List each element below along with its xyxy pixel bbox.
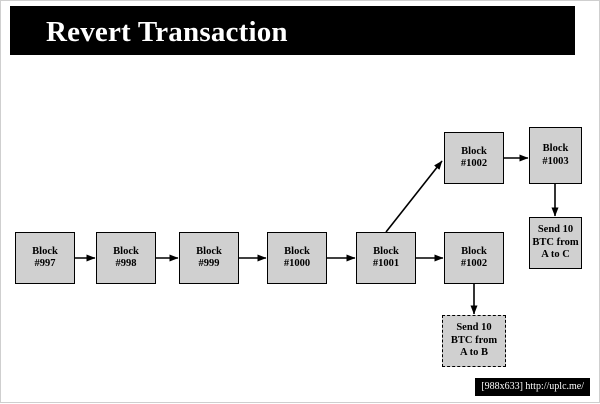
block-node-1002-orphan[interactable]: Block #1002: [444, 232, 504, 284]
block-label-line1: Block: [373, 245, 399, 257]
block-label-line1: Block: [461, 245, 487, 257]
block-label-line1: Block: [113, 245, 139, 257]
block-node-999[interactable]: Block #999: [179, 232, 239, 284]
note-label-line3: A to B: [459, 347, 488, 359]
block-node-1002-main[interactable]: Block #1002: [444, 132, 504, 184]
note-label-line1: Send 10: [537, 224, 574, 236]
note-send-a-to-b[interactable]: Send 10 BTC from A to B: [442, 315, 506, 367]
block-label-line2: #998: [115, 258, 137, 269]
block-label-line2: #1000: [283, 258, 311, 269]
note-label-line2: BTC from: [532, 236, 579, 248]
block-label-line2: #1002: [460, 258, 488, 269]
block-label-line1: Block: [284, 245, 310, 257]
block-label-line1: Block: [542, 143, 569, 154]
note-label-line1: Send 10: [456, 322, 492, 334]
block-label-line2: #997: [34, 258, 56, 269]
page-title: Revert Transaction: [46, 16, 288, 48]
note-label-line2: BTC from: [450, 334, 498, 346]
block-label-line2: #1002: [460, 158, 488, 169]
block-label-line1: Block: [461, 145, 487, 157]
block-label-line2: #1003: [542, 155, 569, 167]
title-bar: Revert Transaction: [10, 6, 575, 55]
block-node-1000[interactable]: Block #1000: [267, 232, 327, 284]
block-node-1003[interactable]: Block #1003: [529, 127, 582, 184]
arrow-1001-1002b: [385, 160, 443, 233]
block-label-line2: #1001: [372, 258, 400, 269]
note-label-line3: A to C: [541, 249, 570, 261]
block-node-998[interactable]: Block #998: [96, 232, 156, 284]
block-label-line2: #999: [198, 258, 220, 269]
block-label-line1: Block: [32, 245, 58, 257]
footer-watermark: [988x633] http://uplc.me/: [475, 378, 590, 396]
block-node-997[interactable]: Block #997: [15, 232, 75, 284]
block-node-1001[interactable]: Block #1001: [356, 232, 416, 284]
note-send-a-to-c[interactable]: Send 10 BTC from A to C: [529, 217, 582, 269]
block-label-line1: Block: [196, 245, 222, 257]
